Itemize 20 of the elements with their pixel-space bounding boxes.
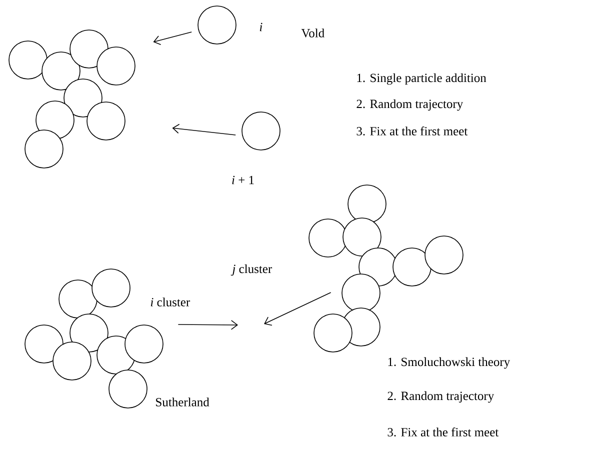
note-text: 3. Fix at the first meet	[388, 428, 499, 436]
note-text: 1. Single particle addition	[357, 73, 486, 85]
note-text: 2. Random trajectory	[356, 99, 464, 111]
note-text: 3. Fix at the first meet	[356, 126, 468, 136]
note-text: Sutherland	[156, 398, 210, 406]
arrow	[264, 292, 332, 326]
particle-label: i	[260, 22, 262, 32]
note-text: 2. Random trajectory	[388, 391, 494, 403]
particle-circle	[198, 6, 236, 44]
arrow	[172, 124, 236, 136]
note-text: Vold	[301, 28, 324, 38]
cluster-label: j cluster	[230, 264, 272, 276]
cluster-drawing	[308, 184, 464, 352]
arrow	[153, 32, 192, 46]
cluster-label: i cluster	[150, 298, 190, 306]
cluster-drawing	[8, 30, 136, 168]
arrow	[178, 320, 238, 330]
note-text: 1. Smoluchowski theory	[388, 357, 510, 369]
particle-circle	[242, 112, 280, 150]
particle-label: i + 1	[232, 176, 254, 184]
